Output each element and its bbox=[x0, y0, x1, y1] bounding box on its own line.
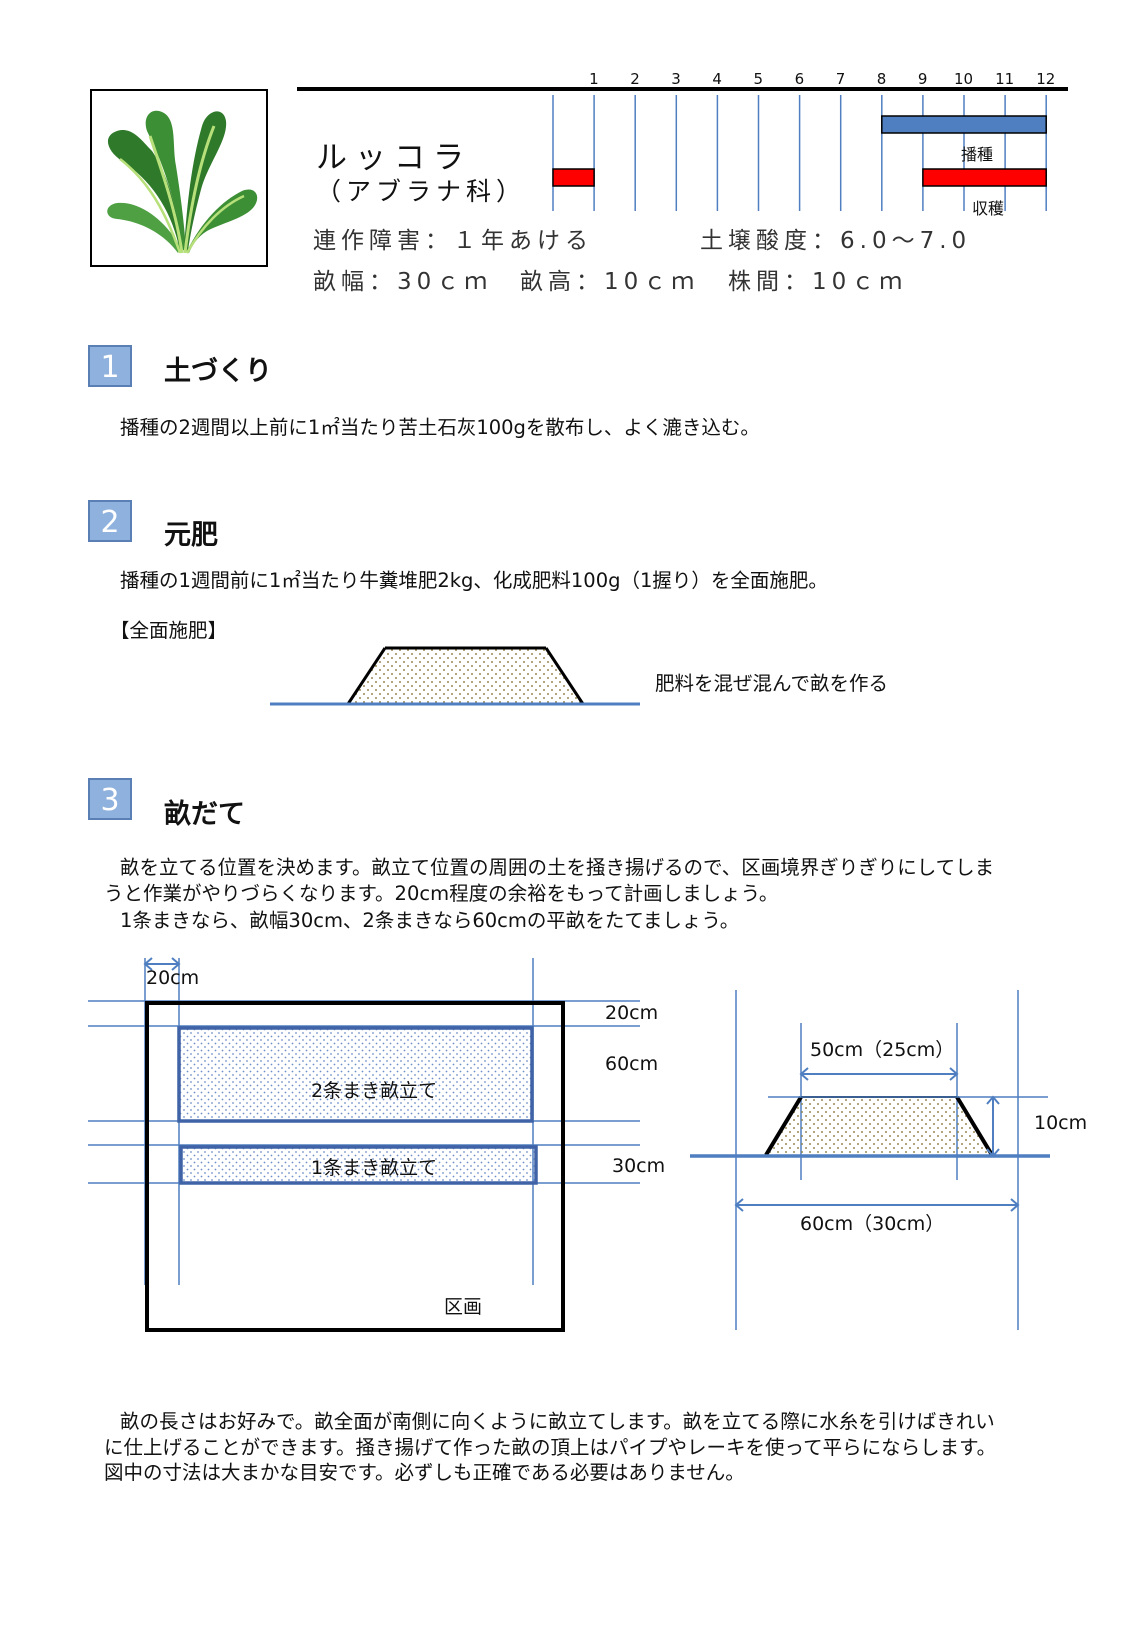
ridge-height-label: 10cm bbox=[1034, 1112, 1088, 1134]
soil-ph-info: 土壌酸度：6.0〜7.0 bbox=[700, 228, 972, 254]
ridge-shape bbox=[348, 648, 583, 704]
two-row-bed-label: 2条まき畝立て bbox=[311, 1080, 438, 1102]
ridging-text-line3: 1条まきなら、畝幅30cm、2条まきなら60cmの平畝をたてましょう。 bbox=[120, 909, 740, 932]
calendar-month-4: 4 bbox=[712, 70, 722, 88]
broadcast-note: 肥料を混ぜ混んで畝を作る bbox=[655, 672, 889, 695]
dim-two-row-width: 60cm bbox=[605, 1053, 659, 1075]
footer-text-line3: 図中の寸法は大まかな目安です。必ずしも正確である必要はありません。 bbox=[104, 1461, 745, 1484]
dim-one-row-width: 30cm bbox=[612, 1155, 666, 1177]
plot-border bbox=[145, 1001, 565, 1332]
arugula-illustration bbox=[107, 110, 258, 254]
ridge-cross-section bbox=[690, 990, 1050, 1330]
one-row-bed-label: 1条まき畝立て bbox=[311, 1157, 438, 1179]
dim-left-margin: 20cm bbox=[146, 967, 200, 989]
calendar-month-3: 3 bbox=[671, 70, 681, 88]
footer-text-line2: に仕上げることができます。掻き揚げて作った畝の頂上はパイプやレーキを使って平らに… bbox=[104, 1436, 997, 1459]
calendar-month-10: 10 bbox=[954, 70, 974, 88]
broadcast-label: 【全面施肥】 bbox=[110, 619, 228, 642]
plot-label: 区画 bbox=[444, 1296, 483, 1318]
calendar-month-5: 5 bbox=[753, 70, 764, 88]
section-title-base-fertilizer: 元肥 bbox=[164, 520, 218, 551]
section-text-soil: 播種の2週間以上前に1㎡当たり苦土石灰100gを散布し、よく漉き込む。 bbox=[120, 416, 760, 439]
footer-text-line1: 畝の長さはお好みで。畝全面が南側に向くように畝立てします。畝を立てる際に水糸を引… bbox=[120, 1410, 995, 1433]
base-width-label: 60cm（30cm） bbox=[800, 1213, 945, 1235]
section-title-ridging: 畝だて bbox=[164, 799, 245, 830]
calendar-month-8: 8 bbox=[876, 70, 887, 88]
plot-plan-diagram bbox=[88, 957, 640, 1332]
harvest-period-bar bbox=[922, 168, 1047, 187]
plant-spacing-info: 株間：10ｃｍ bbox=[728, 269, 908, 295]
calendar-month-2: 2 bbox=[630, 70, 640, 88]
sowing-label: 播種 bbox=[961, 145, 994, 164]
harvest-label: 収穫 bbox=[972, 199, 1005, 218]
crop-name: ルッコラ bbox=[316, 140, 472, 176]
crop-family: （アブラナ科） bbox=[316, 177, 527, 206]
top-width-label: 50cm（25cm） bbox=[810, 1039, 955, 1061]
section-title-soil: 土づくり bbox=[164, 356, 272, 387]
section-text-base-fertilizer: 播種の1週間前に1㎡当たり牛糞堆肥2kg、化成肥料100g（1握り）を全面施肥。 bbox=[120, 569, 828, 592]
calendar-month-12: 12 bbox=[1036, 70, 1056, 88]
cultivation-calendar bbox=[297, 87, 1068, 211]
section-number-1: 1 bbox=[88, 345, 132, 387]
plant-illustration-frame bbox=[90, 89, 268, 267]
one-row-bed bbox=[179, 1145, 538, 1185]
dim-top-margin: 20cm bbox=[605, 1002, 659, 1024]
rotation-info: 連作障害：１年あける bbox=[313, 228, 593, 254]
ridging-text-line2: うと作業がやりづらくなります。20cm程度の余裕をもって計画しましょう。 bbox=[104, 882, 779, 905]
ridge-width-info: 畝幅：30ｃｍ bbox=[313, 269, 493, 295]
calendar-month-6: 6 bbox=[794, 70, 805, 88]
harvest-period-bar bbox=[552, 168, 595, 187]
broadcast-ridge-diagram bbox=[270, 646, 640, 706]
calendar-month-1: 1 bbox=[589, 70, 599, 88]
sowing-period-bar bbox=[881, 115, 1047, 134]
two-row-bed bbox=[177, 1026, 534, 1123]
calendar-month-9: 9 bbox=[917, 70, 928, 88]
ridging-text-line1: 畝を立てる位置を決めます。畝立て位置の周囲の土を掻き揚げるので、区画境界ぎりぎり… bbox=[120, 856, 995, 879]
ridge-height-info: 畝高：10ｃｍ bbox=[520, 269, 700, 295]
section-number-3: 3 bbox=[88, 778, 132, 820]
calendar-month-7: 7 bbox=[835, 70, 846, 88]
calendar-month-11: 11 bbox=[995, 70, 1015, 88]
section-number-2: 2 bbox=[88, 500, 132, 542]
